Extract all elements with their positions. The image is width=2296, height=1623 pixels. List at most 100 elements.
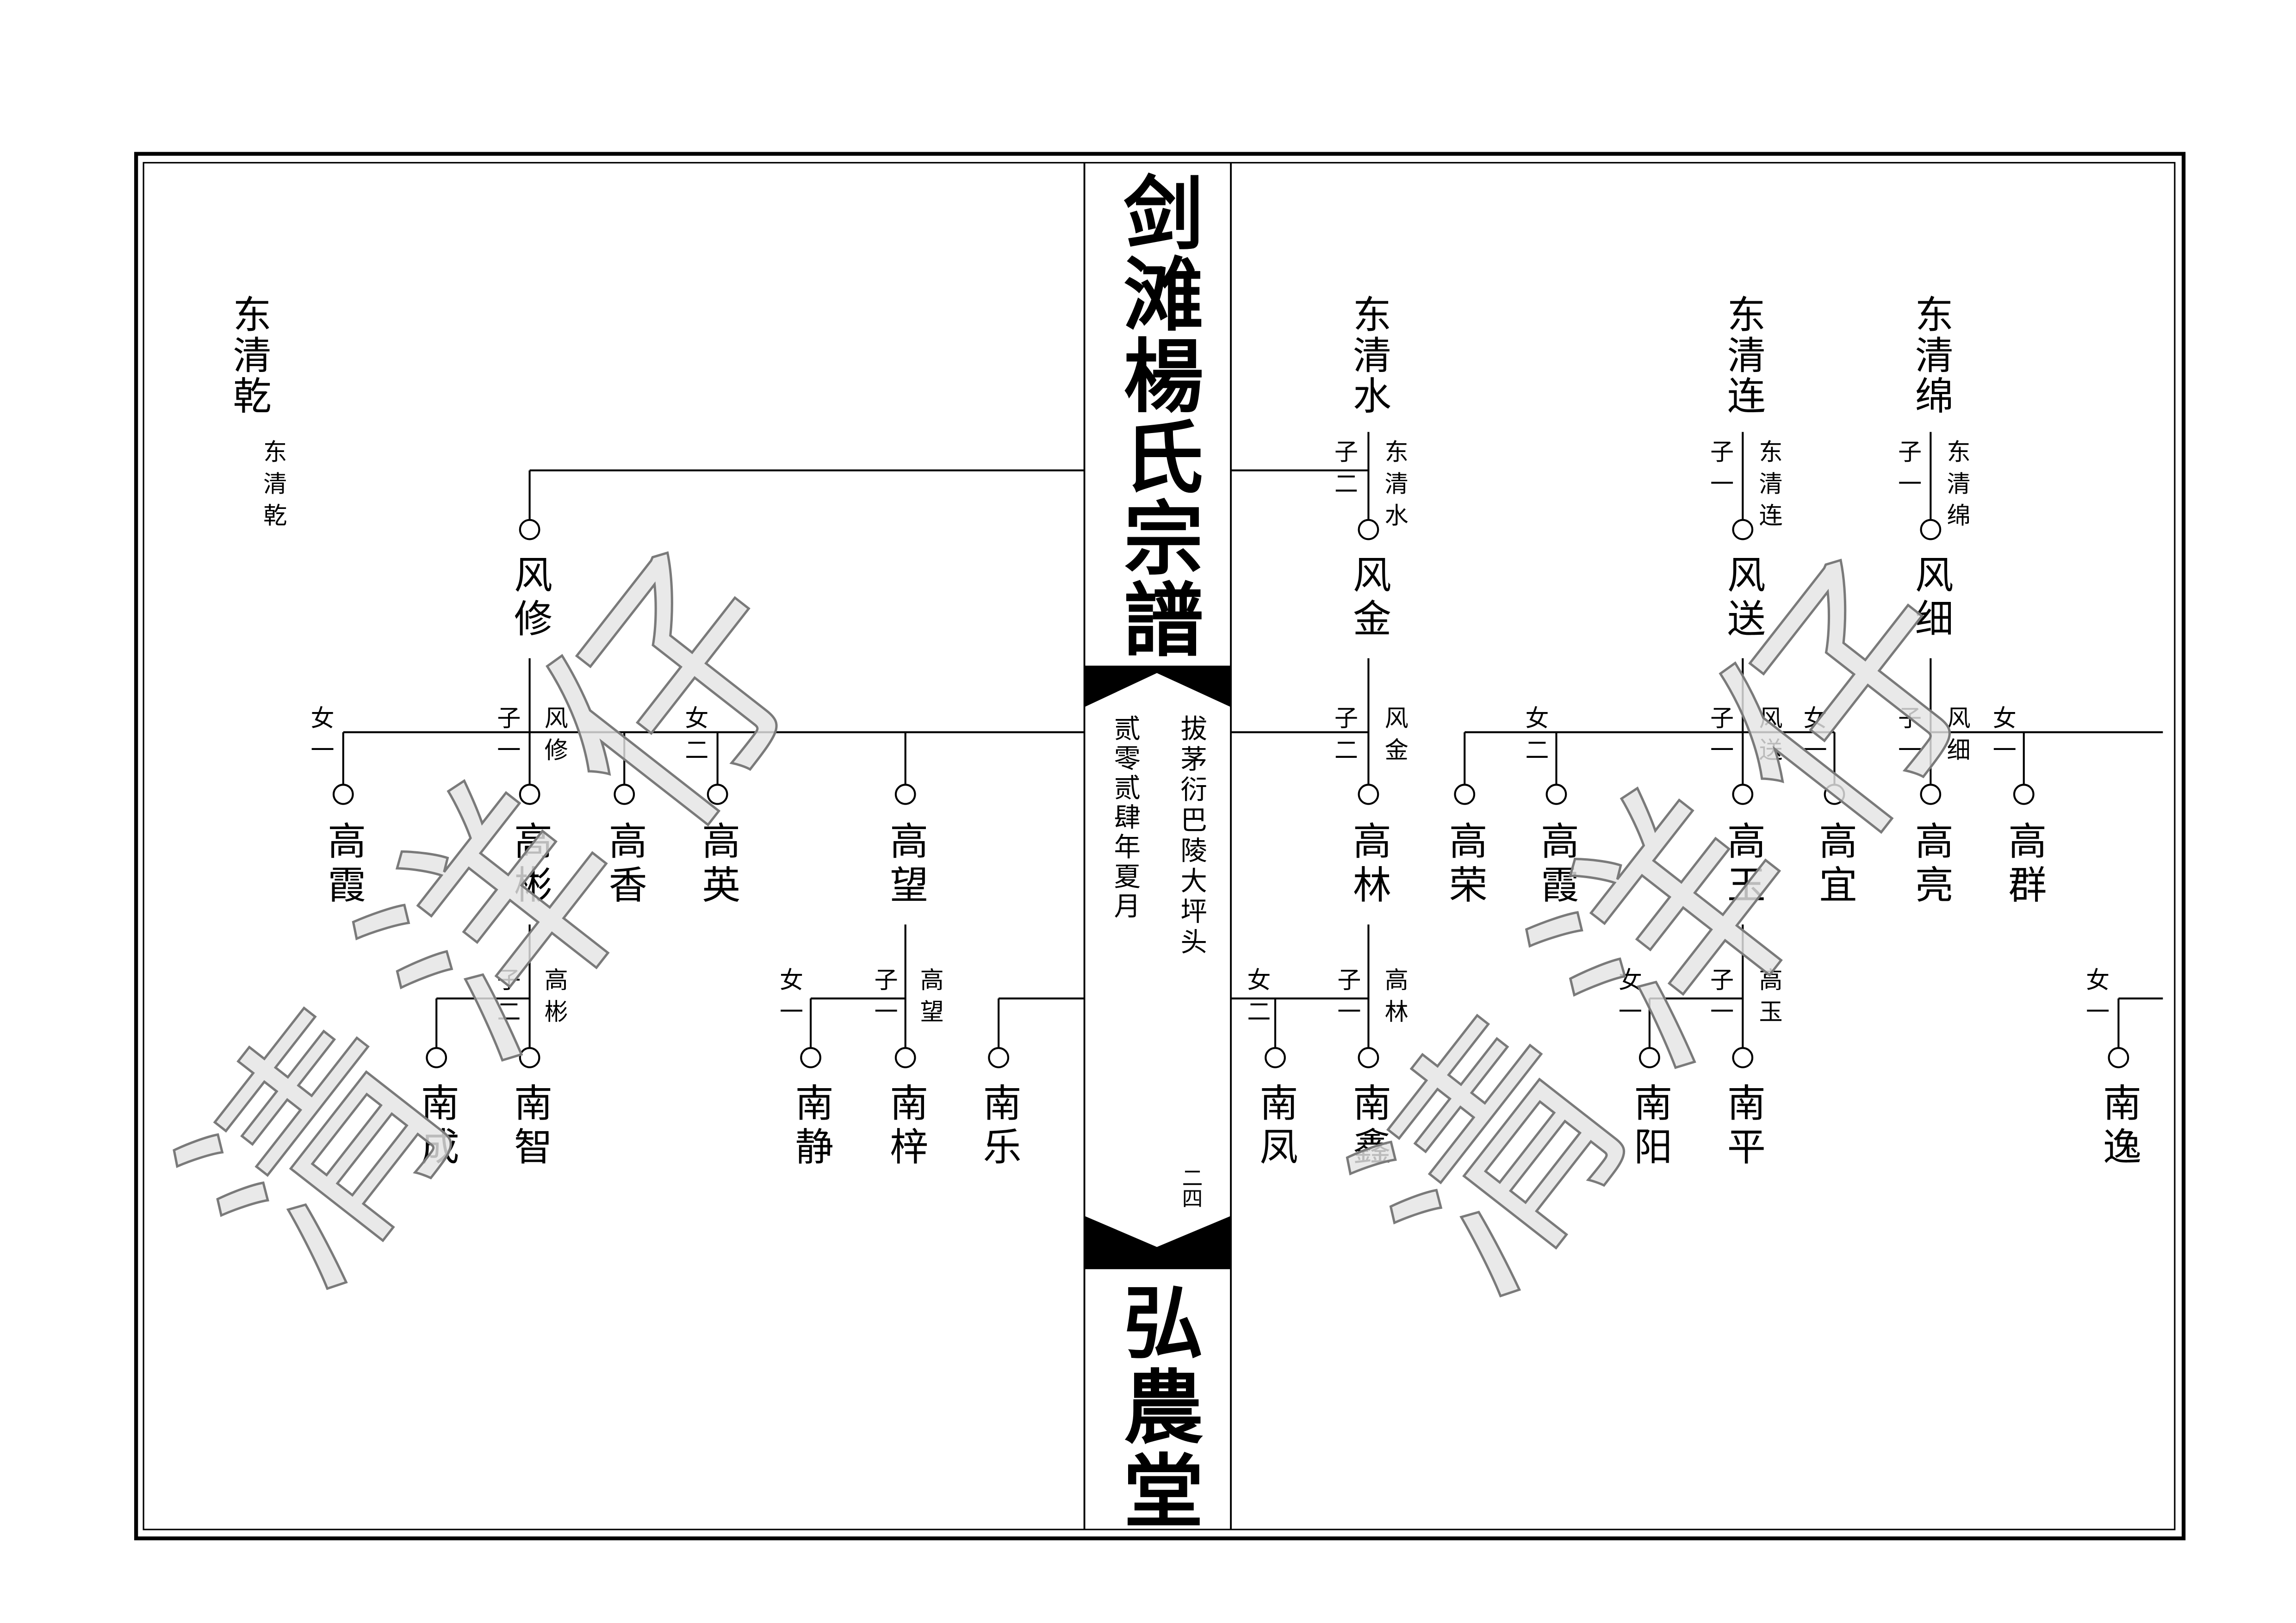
inner-border: [143, 162, 2176, 1530]
person-node: [426, 1047, 447, 1068]
person-name: 风修: [507, 554, 552, 642]
person-node: [1358, 784, 1379, 805]
person-name: 高荣: [1442, 821, 1487, 909]
person-name: 南平: [1720, 1083, 1765, 1170]
outer-border: [134, 152, 2186, 1541]
person-name: 风金: [1346, 554, 1391, 642]
person-name: 南逸: [2096, 1083, 2141, 1170]
father-label: 风修: [540, 706, 568, 769]
father-label: 风金: [1380, 706, 1409, 769]
ancestor-name: 东清连: [1720, 294, 1765, 417]
father-label: 风细: [1942, 706, 1971, 769]
father-label: 东清水: [1380, 439, 1409, 535]
rank-label: 子一: [869, 967, 898, 1031]
rank-label: 女二: [680, 706, 709, 769]
father-label: 高玉: [1754, 967, 1783, 1031]
rank-label: 子一: [1706, 706, 1734, 769]
person-node: [519, 519, 540, 540]
person-name: 南凤: [1253, 1083, 1297, 1170]
person-name: 高彬: [507, 821, 552, 909]
person-node: [1920, 519, 1942, 540]
person-node: [1639, 1047, 1660, 1068]
ancestor-note: 东清乾: [259, 439, 287, 535]
imprint-date: 贰零贰肆年夏月: [1109, 714, 1141, 922]
rank-label: 女一: [1799, 706, 1827, 769]
person-node: [707, 784, 728, 805]
person-name: 高群: [2001, 821, 2046, 909]
ancestor-name: 东清乾: [226, 294, 271, 417]
person-node: [2013, 784, 2035, 805]
rank-label: 子一: [1333, 967, 1361, 1031]
person-name: 高玉: [1720, 821, 1765, 909]
person-node: [1358, 519, 1379, 540]
father-label: 东清绵: [1942, 439, 1971, 535]
rank-label: 子二: [1330, 706, 1359, 769]
person-node: [1824, 784, 1845, 805]
imprint-origin: 拔茅衍巴陵大坪头: [1176, 714, 1207, 959]
person-node: [800, 1047, 821, 1068]
rank-label: 女一: [306, 706, 335, 769]
rank-label: 子一: [1893, 439, 1922, 503]
hall-name: 弘農堂: [1109, 1281, 1204, 1534]
person-node: [1545, 784, 1567, 805]
rank-label: 子一: [1706, 439, 1734, 503]
person-name: 南梓: [883, 1083, 928, 1170]
fishtail-bottom: [1084, 1216, 1231, 1270]
person-node: [2108, 1047, 2129, 1068]
person-node: [1732, 784, 1754, 805]
person-name: 高林: [1346, 821, 1391, 909]
rank-label: 女一: [2081, 967, 2110, 1031]
person-name: 南智: [507, 1083, 552, 1170]
person-name: 高望: [883, 821, 928, 909]
person-node: [894, 784, 916, 805]
person-name: 高亮: [1908, 821, 1953, 909]
person-name: 风细: [1908, 554, 1953, 642]
person-node: [519, 784, 540, 805]
father-label: 东清连: [1754, 439, 1783, 535]
father-label: 高林: [1380, 967, 1409, 1031]
person-name: 南静: [788, 1083, 833, 1170]
person-node: [1732, 519, 1754, 540]
person-name: 南成: [414, 1083, 459, 1170]
person-name: 南鑫: [1346, 1083, 1391, 1170]
person-name: 风送: [1720, 554, 1765, 642]
person-name: 高霞: [1534, 821, 1579, 909]
person-name: 南乐: [976, 1083, 1021, 1170]
rank-label: 子一: [492, 706, 521, 769]
person-node: [519, 1047, 540, 1068]
person-name: 高英: [695, 821, 740, 909]
person-node: [332, 784, 354, 805]
rank-label: 女一: [1614, 967, 1642, 1031]
person-name: 高宜: [1812, 821, 1857, 909]
ancestor-name: 东清水: [1346, 294, 1391, 417]
rank-label: 女二: [1242, 967, 1271, 1031]
person-node: [1454, 784, 1476, 805]
ancestor-name: 东清绵: [1908, 294, 1953, 417]
rank-label: 女二: [1520, 706, 1549, 769]
rank-label: 女一: [775, 967, 804, 1031]
rank-label: 子一: [1706, 967, 1734, 1031]
rank-label: 子一: [1893, 706, 1922, 769]
person-node: [1265, 1047, 1286, 1068]
rank-label: 子二: [492, 967, 521, 1031]
fishtail-top: [1084, 665, 1231, 707]
rank-label: 女一: [1988, 706, 2017, 769]
book-title: 剑滩楊氏宗譜: [1109, 171, 1204, 660]
person-node: [988, 1047, 1009, 1068]
father-label: 高望: [916, 967, 944, 1031]
father-label: 风送: [1754, 706, 1783, 769]
person-node: [614, 784, 635, 805]
rank-label: 子二: [1330, 439, 1359, 503]
person-name: 高香: [602, 821, 647, 909]
father-label: 高彬: [540, 967, 568, 1031]
person-node: [1732, 1047, 1754, 1068]
page-number: 二四: [1179, 1167, 1203, 1209]
person-node: [894, 1047, 916, 1068]
person-node: [1920, 784, 1942, 805]
person-node: [1358, 1047, 1379, 1068]
person-name: 南阳: [1627, 1083, 1672, 1170]
person-name: 高霞: [321, 821, 366, 909]
